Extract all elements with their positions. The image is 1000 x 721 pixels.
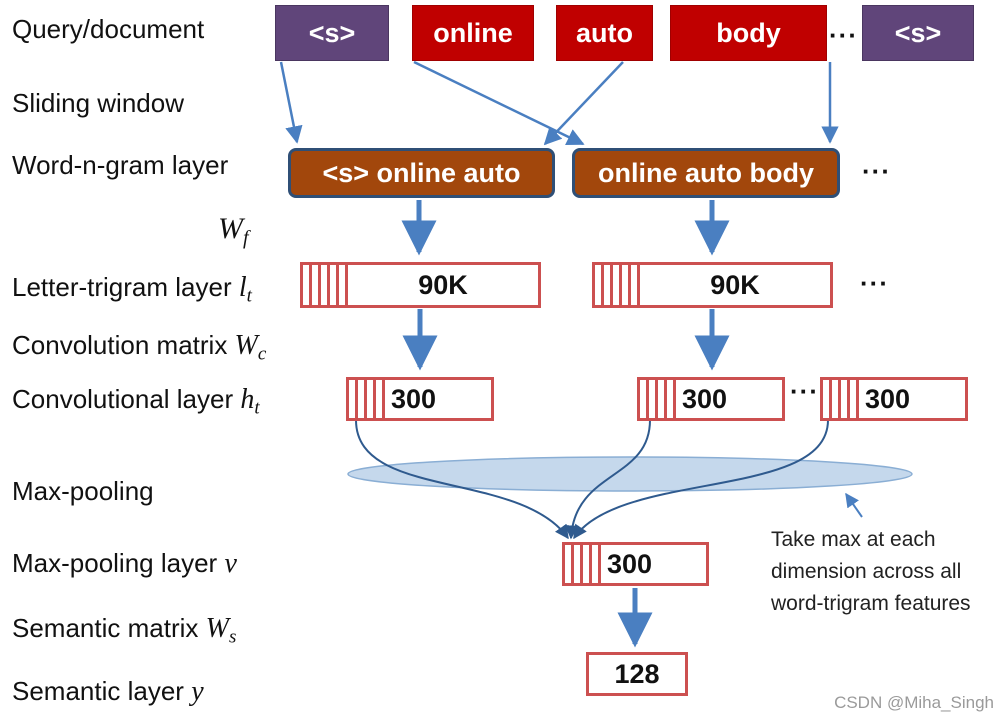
conv-vector-1: 300 <box>346 377 494 421</box>
label-convolution-matrix: Convolution matrix Wc <box>12 330 267 365</box>
label-semantic-matrix: Semantic matrix Ws <box>12 613 237 648</box>
ngram-box-1: <s> online auto <box>288 148 555 198</box>
curve-conv1-to-pool <box>355 419 569 540</box>
curve-conv2-to-pool <box>564 419 651 540</box>
label-letter-trigram-layer: Letter-trigram layer lt <box>12 272 252 307</box>
arrow-s-to-ngram1 <box>279 61 303 144</box>
max-pooling-ellipse <box>347 456 913 492</box>
label-max-pooling: Max-pooling <box>12 476 154 506</box>
conv-vector-3: 300 <box>820 377 968 421</box>
watermark: CSDN @Miha_Singh <box>834 693 994 712</box>
label-word-ngram-layer: Word-n-gram layer <box>12 150 229 180</box>
token-auto: auto <box>556 5 653 61</box>
arrow-auto-to-ngram1 <box>543 61 624 146</box>
label-max-pooling-layer: Max-pooling layer v <box>12 548 237 579</box>
arrow-note-to-ellipse <box>845 492 863 518</box>
token-online: online <box>412 5 534 61</box>
letter-ellipsis: ··· <box>860 268 889 298</box>
semantic-vector: 128 <box>586 652 688 696</box>
token-start: <s> <box>275 5 389 61</box>
letter-trigram-vector-1: 90K <box>300 262 541 308</box>
max-pooling-note: Take max at each dimension across all wo… <box>771 528 971 615</box>
label-wf: Wf <box>218 212 249 249</box>
label-query-document: Query/document <box>12 14 205 44</box>
ngram-ellipsis: ··· <box>862 156 891 186</box>
ngram-box-2: online auto body <box>572 148 840 198</box>
token-body: body <box>670 5 827 61</box>
label-semantic-layer: Semantic layer y <box>12 676 204 707</box>
conv-vector-2: 300 <box>637 377 785 421</box>
conv-ellipsis: ··· <box>790 376 819 406</box>
label-convolutional-layer: Convolutional layer ht <box>12 384 260 419</box>
letter-trigram-vector-2: 90K <box>592 262 833 308</box>
token-end: <s> <box>862 5 974 61</box>
token-ellipsis: ··· <box>829 20 858 50</box>
label-sliding-window: Sliding window <box>12 88 184 118</box>
curve-conv3-to-pool <box>573 419 829 540</box>
max-pooling-vector: 300 <box>562 542 709 586</box>
